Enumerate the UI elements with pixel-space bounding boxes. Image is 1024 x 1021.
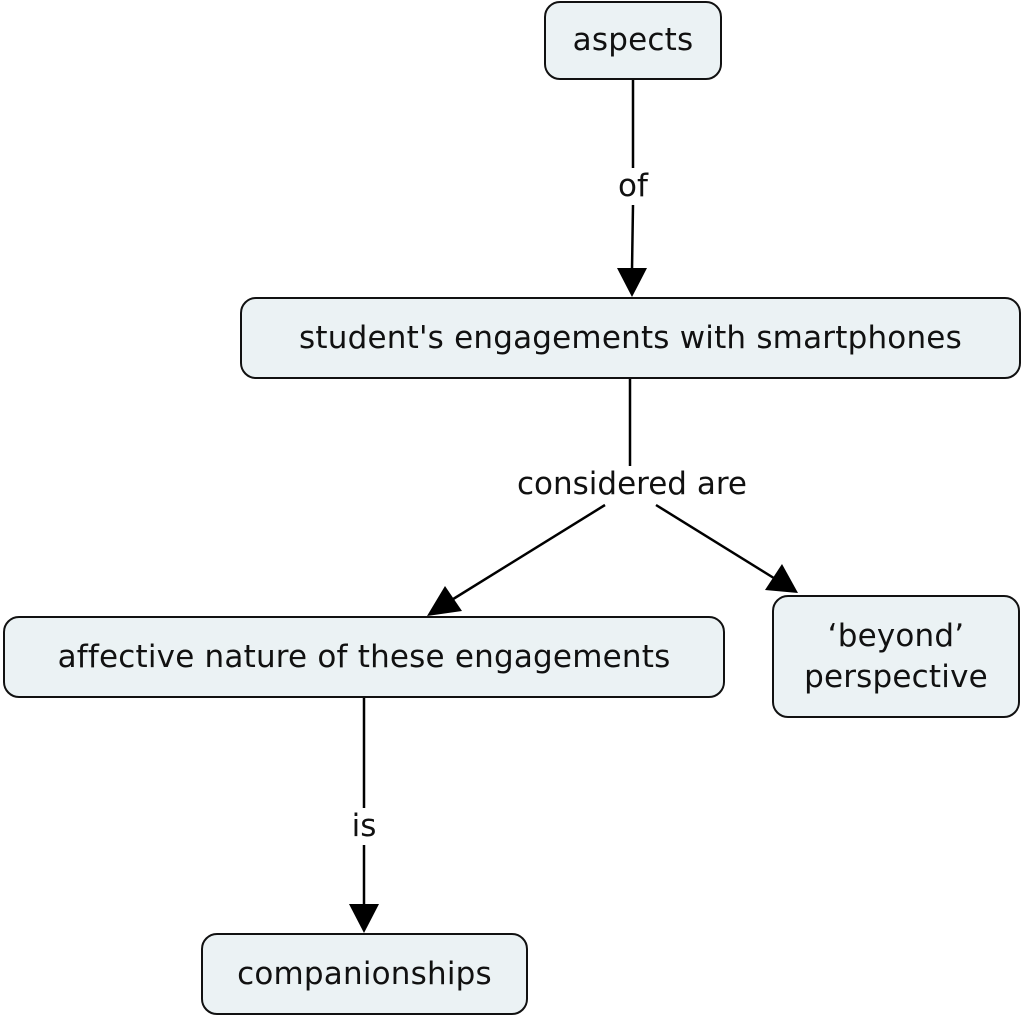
concept-node-affective-nature: affective nature of these engagements: [3, 616, 725, 698]
edge-of-to-engagements: [630, 204, 635, 271]
arrowhead-engagements: [617, 268, 647, 297]
concept-label-companionships: companionships: [237, 955, 492, 992]
arrowhead-companionships: [349, 904, 379, 933]
edge-considered-to-beyond: [655, 503, 778, 582]
concept-node-aspects: aspects: [544, 1, 722, 80]
concept-label-affective-nature: affective nature of these engagements: [57, 638, 671, 675]
concept-label-beyond-line1: ‘beyond’: [827, 618, 965, 655]
concept-node-engagements: student's engagements with smartphones: [240, 297, 1021, 379]
arrowhead-beyond: [765, 564, 798, 593]
concept-label-beyond-line2: perspective: [804, 658, 988, 695]
concept-label-beyond-perspective: ‘beyond’ perspective: [804, 616, 988, 697]
concept-label-engagements: student's engagements with smartphones: [299, 319, 962, 356]
link-label-is: is: [345, 808, 383, 846]
concept-label-aspects: aspects: [572, 22, 694, 59]
link-label-considered-are: considered are: [500, 466, 764, 504]
link-label-of: of: [610, 168, 656, 206]
edge-considered-to-affective: [449, 503, 606, 603]
concept-node-beyond-perspective: ‘beyond’ perspective: [772, 595, 1020, 718]
arrowhead-affective: [427, 586, 462, 616]
concept-node-companionships: companionships: [201, 933, 528, 1015]
